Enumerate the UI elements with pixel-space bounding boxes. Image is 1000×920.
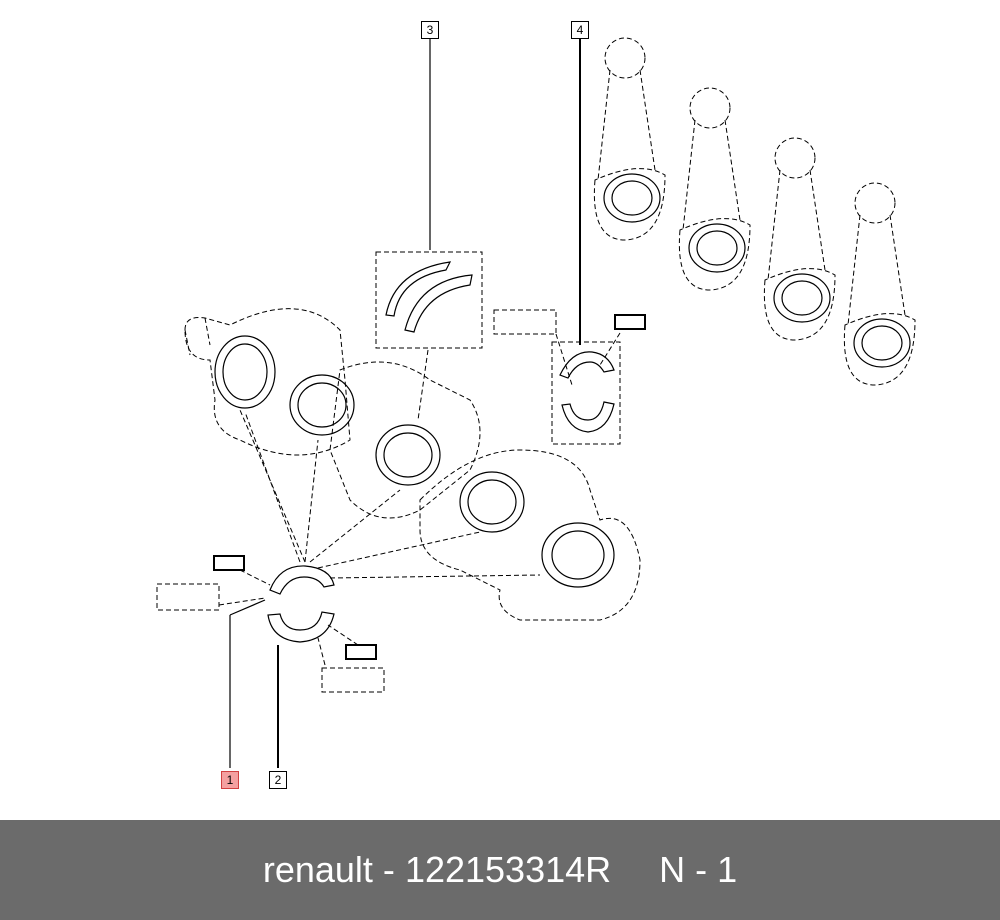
brand-name: renault xyxy=(262,849,373,890)
main-bearing-shells xyxy=(156,409,541,768)
thrust-washer-group xyxy=(375,38,483,421)
callout-3[interactable]: 3 xyxy=(421,21,439,39)
part-number: 122153314R xyxy=(404,849,612,890)
position-code: N - 1 xyxy=(659,849,738,890)
exploded-diagram xyxy=(156,37,916,768)
connecting-rods xyxy=(593,37,916,386)
callout-1[interactable]: 1 xyxy=(221,771,239,789)
callout-2[interactable]: 2 xyxy=(269,771,287,789)
callout-4[interactable]: 4 xyxy=(571,21,589,39)
crankshaft xyxy=(184,308,641,621)
conrod-bearing-group xyxy=(493,38,646,445)
caption-separator: - xyxy=(382,849,395,890)
part-caption-bar: renault - 122153314R N - 1 xyxy=(0,820,1000,920)
